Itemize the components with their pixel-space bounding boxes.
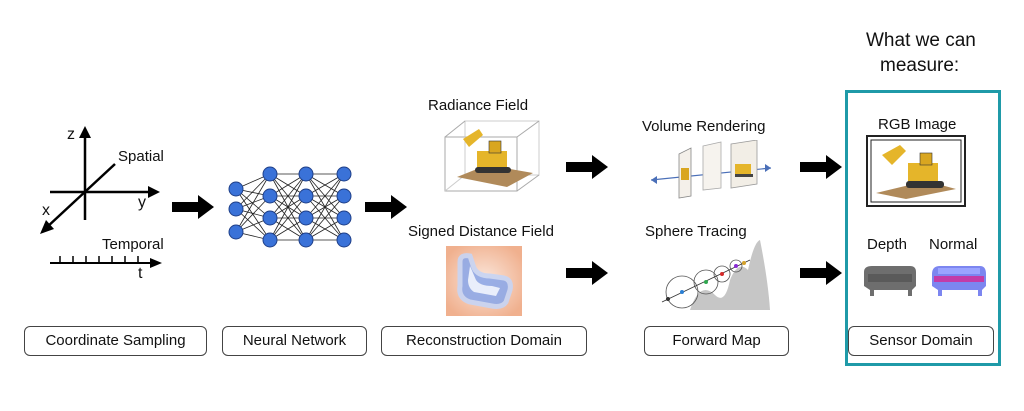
coordinate-axes-diagram (40, 126, 162, 268)
nn-edge (235, 195, 271, 233)
sdf-image (446, 246, 522, 316)
nn-neuron (228, 201, 244, 217)
arrow-radiance-to-volume (566, 155, 608, 179)
stage-forward-map: Forward Map (644, 326, 789, 356)
spatial-label: Spatial (118, 148, 164, 165)
nn-neuron (228, 181, 244, 197)
nn-neuron (336, 210, 352, 226)
stage-neural-network: Neural Network (222, 326, 367, 356)
nn-neuron (336, 232, 352, 248)
nn-edge (235, 173, 271, 210)
axis-x-label: x (42, 202, 50, 219)
nn-neuron (298, 210, 314, 226)
nn-edge (269, 173, 307, 219)
stage-sensor-domain: Sensor Domain (848, 326, 994, 356)
sdf-label: Signed Distance Field (408, 223, 554, 240)
arrow-sphere-to-depth (800, 261, 842, 285)
radiance-field-image (444, 120, 540, 192)
temporal-label: Temporal (102, 236, 164, 253)
measure-caption-line2: measure: (880, 55, 960, 76)
nn-neuron (262, 166, 278, 182)
nn-edge (235, 173, 271, 233)
sphere-tracing-image (661, 240, 770, 310)
arrow-network-to-reconstruction (365, 195, 407, 219)
nn-edge (305, 173, 345, 241)
rgb-image-label: RGB Image (878, 116, 957, 133)
volume-rendering-image (651, 140, 772, 199)
stage-reconstruction-domain: Reconstruction Domain (381, 326, 587, 356)
sphere-tracing-label: Sphere Tracing (645, 223, 747, 240)
sensor-domain-frame (845, 90, 1001, 366)
nn-edge (305, 195, 345, 241)
arrow-volume-to-rgb (800, 155, 842, 179)
nn-neuron (336, 188, 352, 204)
volume-rendering-label: Volume Rendering (642, 118, 766, 135)
time-axis-label: t (138, 265, 143, 282)
radiance-field-label: Radiance Field (428, 97, 529, 114)
normal-label: Normal (929, 236, 978, 253)
measure-caption-line1: What we can (866, 30, 976, 51)
rgb-image (866, 135, 966, 207)
axis-y-label: y (138, 194, 146, 211)
axis-z-label: z (67, 126, 75, 143)
neural-network-diagram (228, 166, 352, 248)
nn-neuron (298, 232, 314, 248)
arrow-coords-to-network (172, 195, 214, 219)
depth-image (864, 266, 916, 296)
nn-edge (305, 173, 345, 219)
nn-neuron (298, 166, 314, 182)
normal-image (932, 266, 986, 296)
arrow-sdf-to-sphere (566, 261, 608, 285)
nn-edge (235, 208, 271, 241)
nn-neuron (336, 166, 352, 182)
stage-coordinate-sampling: Coordinate Sampling (24, 326, 207, 356)
nn-neuron (228, 224, 244, 240)
nn-neuron (262, 188, 278, 204)
depth-label: Depth (867, 236, 908, 253)
nn-edge (269, 173, 307, 241)
nn-neuron (298, 188, 314, 204)
nn-neuron (262, 232, 278, 248)
nn-edge (269, 195, 307, 241)
nn-neuron (262, 210, 278, 226)
